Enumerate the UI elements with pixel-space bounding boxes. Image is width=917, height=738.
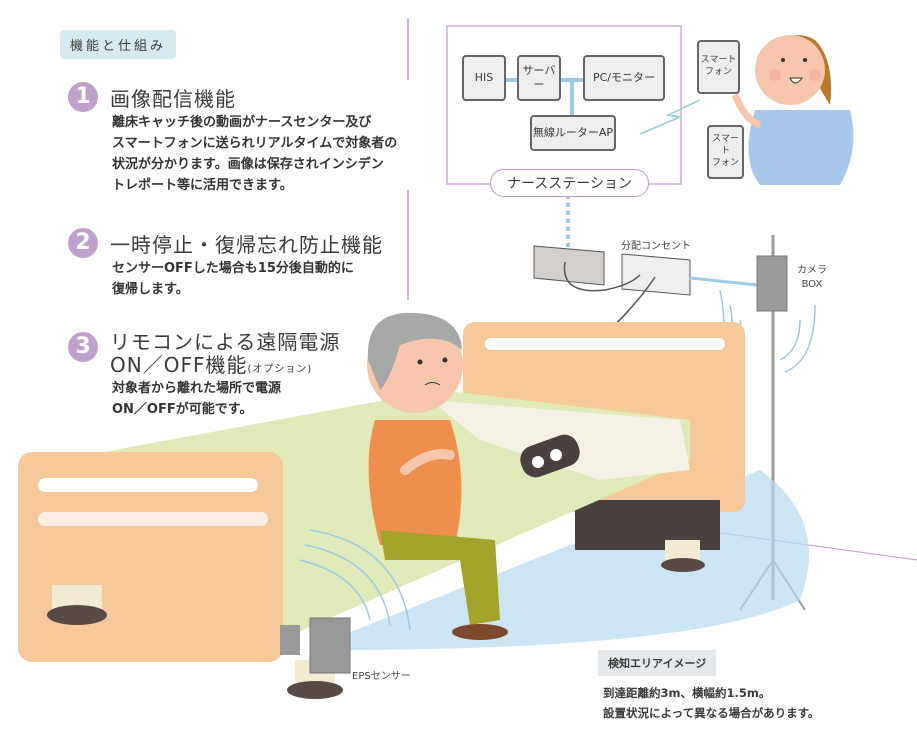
feature-description: 対象者から離れた場所で電源 ON／OFFが可能です。 [112,378,281,420]
smartphone-2: スマートフォン [707,125,744,179]
nurse-figure [731,35,854,185]
detection-area-description: 到達距離約3m、横幅約1.5m。 設置状況によって異なる場合があります。 [603,683,819,723]
feature-description: 離床キャッチ後の動画がナースセンター及び スマートフォンに送られリアルタイムで対… [112,112,397,196]
option-note: (オプション) [247,364,313,375]
outlet-label: 分配コンセント [621,241,691,252]
desc-line: 離床キャッチ後の動画がナースセンター及び [112,115,372,130]
pc-monitor-box: PC/モニター [583,55,665,101]
desc-line: 設置状況によって異なる場合があります。 [603,706,820,720]
desc-line: センサーOFFした場合も15分後自動的に [112,261,354,276]
his-box: HIS [462,55,506,101]
router-box: 無線ルーターAP [530,115,616,151]
feature-number-badge: 3 [68,332,98,362]
feature-description: センサーOFFした場合も15分後自動的に 復帰します。 [112,258,354,300]
eps-sensor-label: EPSセンサー [352,671,411,682]
desc-line: ON／OFFが可能です。 [112,402,253,417]
feature-number-badge: 1 [68,82,98,112]
desc-line: 状況が分かります。画像は保存されインシデン [112,157,384,172]
desc-line: 復帰します。 [112,282,189,297]
remote-control-icon [520,434,580,478]
server-box: サーバー [517,55,561,101]
patient-figure [367,312,508,640]
feature-number-badge: 2 [68,228,98,258]
desc-line: スマートフォンに送られリアルタイムで対象者の [112,136,398,151]
nurse-station-frame [446,25,682,185]
desc-line: 到達距離約3m、横幅約1.5m。 [603,686,771,700]
feature-title: 画像配信機能 [110,87,236,111]
desc-line: 対象者から離れた場所で電源 [112,381,282,396]
section-tag: 機能と仕組み [60,30,177,59]
smartphone-1: スマートフォン [697,40,740,94]
camera-box [756,255,788,312]
eps-sensor-icon [280,529,411,674]
desc-line: トレポート等に活用できます。 [112,178,293,193]
nurse-station-label: ナースステーション [490,169,650,197]
feature-title: リモコンによる遠隔電源 [110,330,341,354]
feature-title: 一時停止・復帰忘れ防止機能 [110,233,383,257]
feature-title-line2: ON／OFF機能(オプション) [110,353,313,377]
detection-area-tag: 検知エリアイメージ [598,650,717,676]
